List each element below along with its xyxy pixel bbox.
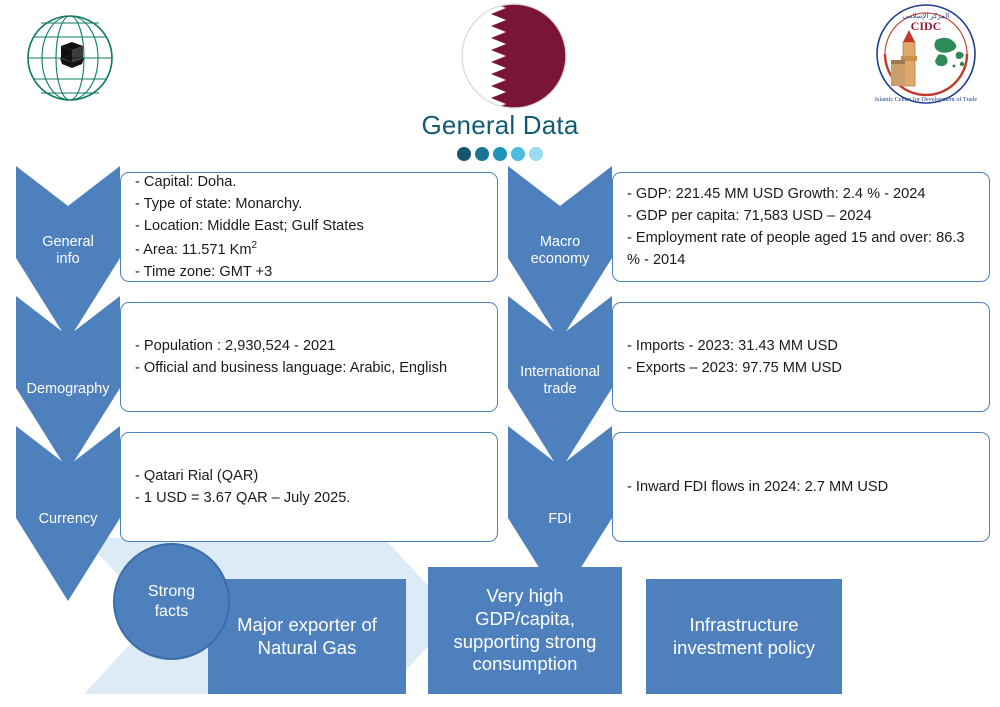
list-item: - GDP: 221.45 MM USD Growth: 2.4 % - 202… — [627, 185, 926, 202]
card-general-info: - Capital: Doha. - Type of state: Monarc… — [120, 172, 498, 282]
fact-box-natural-gas: Major exporter of Natural Gas — [208, 579, 406, 694]
title-block: General Data — [0, 112, 1000, 161]
chevron-fdi — [508, 426, 612, 601]
list-item: - Inward FDI flows in 2024: 2.7 MM USD — [627, 478, 889, 495]
circle-label-line-2: facts — [154, 602, 189, 620]
chevron-international-trade — [508, 296, 612, 471]
list-item: - Time zone: GMT +3 — [135, 263, 273, 280]
left-column: General info - Capital: Doha. - Type of … — [8, 166, 498, 601]
title-dot-1 — [457, 147, 471, 161]
section-demography: Demography - Population : 2,930,524 - 20… — [8, 296, 498, 471]
cidc-acronym: CIDC — [911, 19, 942, 33]
fact-box-gdp-per-capita: Very high GDP/capita, supporting strong … — [428, 567, 622, 694]
card-currency: - Qatari Rial (QAR) - 1 USD = 3.67 QAR –… — [120, 432, 498, 542]
card-fdi: - Inward FDI flows in 2024: 2.7 MM USD — [612, 432, 990, 542]
list-item: - 1 USD = 3.67 QAR – July 2025. — [135, 490, 351, 506]
list-item: - GDP per capita: 71,583 USD – 2024 — [627, 207, 872, 224]
fact-box-infrastructure: Infrastructure investment policy — [646, 579, 842, 694]
right-column: Macro economy - GDP: 221.45 MM USD Growt… — [500, 166, 990, 601]
list-item: - Exports – 2023: 97.75 MM USD — [627, 360, 842, 376]
list-item: - Capital: Doha. — [135, 174, 237, 191]
list-item: - Population : 2,930,524 - 2021 — [135, 337, 336, 354]
oic-logo — [16, 7, 113, 108]
card-international-trade: - Imports - 2023: 31.43 MM USD - Exports… — [612, 302, 990, 412]
cidc-logo: CIDC المركز الإسلامي Islamic Centre for … — [875, 4, 977, 104]
list-item: - Official and business language: Arabic… — [135, 360, 448, 376]
chevron-general-info — [16, 166, 120, 341]
chevron-macro-economy — [508, 166, 612, 341]
qatar-flag-badge — [461, 3, 567, 109]
list-item: - Employment rate of people aged 15 and … — [627, 230, 965, 269]
title-dot-2 — [475, 147, 489, 161]
list-item: - Qatari Rial (QAR) — [135, 467, 259, 484]
card-macro-economy: - GDP: 221.45 MM USD Growth: 2.4 % - 202… — [612, 172, 990, 282]
list-item: - Imports - 2023: 31.43 MM USD — [627, 337, 838, 354]
title-dot-4 — [511, 147, 525, 161]
section-macro-economy: Macro economy - GDP: 221.45 MM USD Growt… — [500, 166, 990, 341]
world-map-glyph — [934, 37, 965, 68]
circle-label-line-1: Strong — [147, 583, 196, 601]
cidc-tagline: Islamic Centre for Development of Trade — [875, 96, 977, 103]
section-currency: Currency - Qatari Rial (QAR) - 1 USD = 3… — [8, 426, 498, 601]
section-general-info: General info - Capital: Doha. - Type of … — [8, 166, 498, 341]
kaaba-glyph — [60, 42, 84, 68]
title-dot-3 — [493, 147, 507, 161]
section-international-trade: International trade - Imports - 2023: 31… — [500, 296, 990, 471]
title-dot-5 — [529, 147, 543, 161]
card-demography: - Population : 2,930,524 - 2021 - Offici… — [120, 302, 498, 412]
section-fdi: FDI - Inward FDI flows in 2024: 2.7 MM U… — [500, 426, 990, 601]
list-item: - Type of state: Monarchy. — [135, 196, 303, 213]
list-item: - Location: Middle East; Gulf States — [135, 218, 364, 235]
chevron-demography — [16, 296, 120, 471]
title-dot-row — [0, 147, 1000, 161]
cidc-arabic: المركز الإسلامي — [903, 12, 950, 20]
chevron-currency — [16, 426, 120, 601]
page-title: General Data — [421, 110, 579, 140]
list-item: - Area: 11.571 Km2 — [135, 239, 258, 258]
strong-facts-circle: Strong facts — [113, 543, 230, 660]
minaret-glyph — [891, 30, 917, 87]
